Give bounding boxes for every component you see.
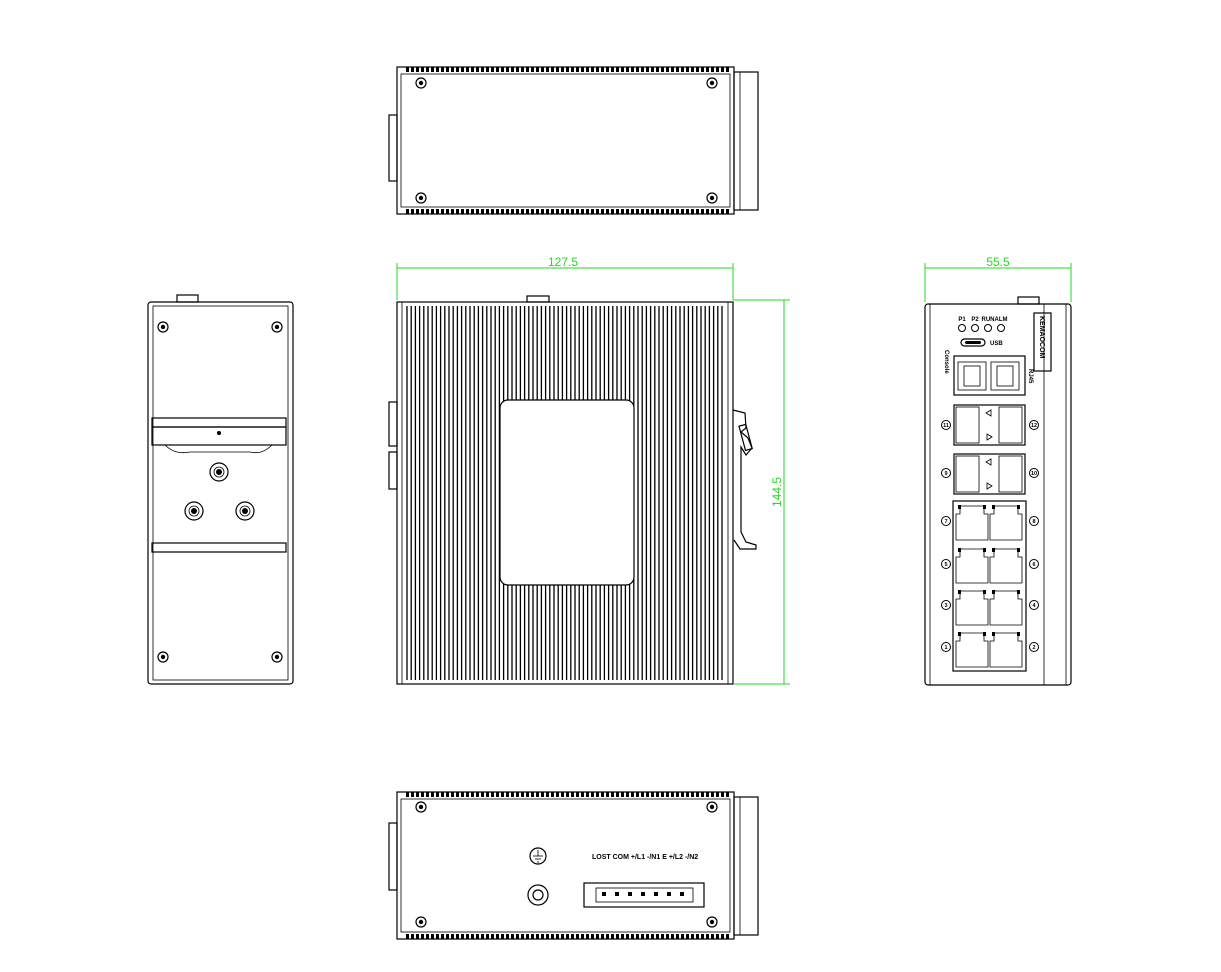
port-number-badge: 10 — [1029, 468, 1039, 478]
led-label: ALM — [995, 317, 1008, 323]
port-number-badge: 4 — [1029, 600, 1039, 610]
rj45-port[interactable] — [955, 548, 989, 584]
ground-icon — [529, 847, 547, 865]
svg-text:9: 9 — [944, 471, 947, 477]
terminal-labels: LOST COM +/L1 -/N1 E +/L2 -/N2 — [592, 854, 698, 861]
screw-icon — [157, 651, 169, 663]
svg-text:4: 4 — [1032, 603, 1036, 609]
width-value: 55.5 — [986, 255, 1010, 269]
port-number-badge: 1 — [941, 642, 951, 652]
screw-icon — [706, 801, 718, 813]
power-terminal-block[interactable] — [583, 882, 705, 908]
rj45-port[interactable] — [989, 632, 1023, 668]
back-view — [147, 294, 294, 685]
port-number-badge: 5 — [941, 559, 951, 569]
screw-icon — [271, 321, 283, 333]
console-label: Console — [943, 350, 949, 374]
dimension-depth: 127.5 — [396, 255, 734, 300]
ground-terminal — [527, 884, 549, 906]
screw-icon — [415, 77, 427, 89]
port-number-badge: 11 — [941, 420, 951, 430]
svg-text:7: 7 — [944, 519, 947, 525]
svg-text:11: 11 — [943, 423, 949, 429]
rj45-port[interactable] — [989, 505, 1023, 541]
top-view — [388, 66, 759, 215]
screw-icon — [706, 77, 718, 89]
screw-icon — [235, 501, 255, 521]
mgmt-rj45-port-pair[interactable] — [953, 355, 1026, 396]
dimension-width: 55.5 — [924, 255, 1072, 302]
led-label: P1 — [958, 317, 966, 323]
brand-plate — [1033, 312, 1052, 372]
svg-text:2: 2 — [1032, 645, 1035, 651]
mgmt-port-label: RJ45 — [1027, 369, 1033, 384]
screw-icon — [415, 916, 427, 928]
screw-icon — [415, 801, 427, 813]
sfp-cage-top[interactable] — [953, 404, 1026, 446]
screw-icon — [706, 916, 718, 928]
product-label-area — [499, 399, 635, 586]
port-number-badge: 7 — [941, 516, 951, 526]
rj45-port[interactable] — [989, 548, 1023, 584]
screw-icon — [271, 651, 283, 663]
port-number-badge: 9 — [941, 468, 951, 478]
rj45-port[interactable] — [955, 590, 989, 626]
port-number-badge: 6 — [1029, 559, 1039, 569]
side-view — [388, 295, 757, 685]
svg-text:10: 10 — [1031, 471, 1037, 477]
depth-value: 127.5 — [548, 255, 578, 269]
rj45-port[interactable] — [955, 632, 989, 668]
screw-icon — [415, 192, 427, 204]
svg-text:5: 5 — [944, 562, 947, 568]
port-number-badge: 8 — [1029, 516, 1039, 526]
sfp-cage-bottom[interactable] — [953, 453, 1026, 495]
screw-icon — [184, 501, 204, 521]
screw-icon — [157, 321, 169, 333]
svg-text:3: 3 — [944, 603, 947, 609]
led-icon — [997, 324, 1005, 332]
led-label: P2 — [971, 317, 979, 323]
port-number-badge: 3 — [941, 600, 951, 610]
rj45-port-block — [952, 500, 1027, 672]
dimension-height: 144.5 — [733, 299, 790, 685]
led-icon — [984, 324, 992, 332]
rj45-port[interactable] — [989, 590, 1023, 626]
usb-label: USB — [990, 341, 1003, 347]
led-icon — [958, 324, 966, 332]
svg-text:6: 6 — [1032, 562, 1035, 568]
led-icon — [971, 324, 979, 332]
height-value: 144.5 — [770, 477, 784, 507]
screw-icon — [706, 192, 718, 204]
port-number-badge: 2 — [1029, 642, 1039, 652]
svg-text:1: 1 — [944, 645, 947, 651]
rj45-port[interactable] — [955, 505, 989, 541]
screw-icon — [209, 462, 229, 482]
bottom-view: LOST COM +/L1 -/N1 E +/L2 -/N2 — [388, 791, 759, 940]
brand-text: KEMAOCOM — [1038, 316, 1045, 359]
led-label: RUN — [982, 317, 995, 323]
port-number-badge: 12 — [1029, 420, 1039, 430]
svg-text:8: 8 — [1032, 519, 1035, 525]
svg-text:12: 12 — [1031, 423, 1037, 429]
